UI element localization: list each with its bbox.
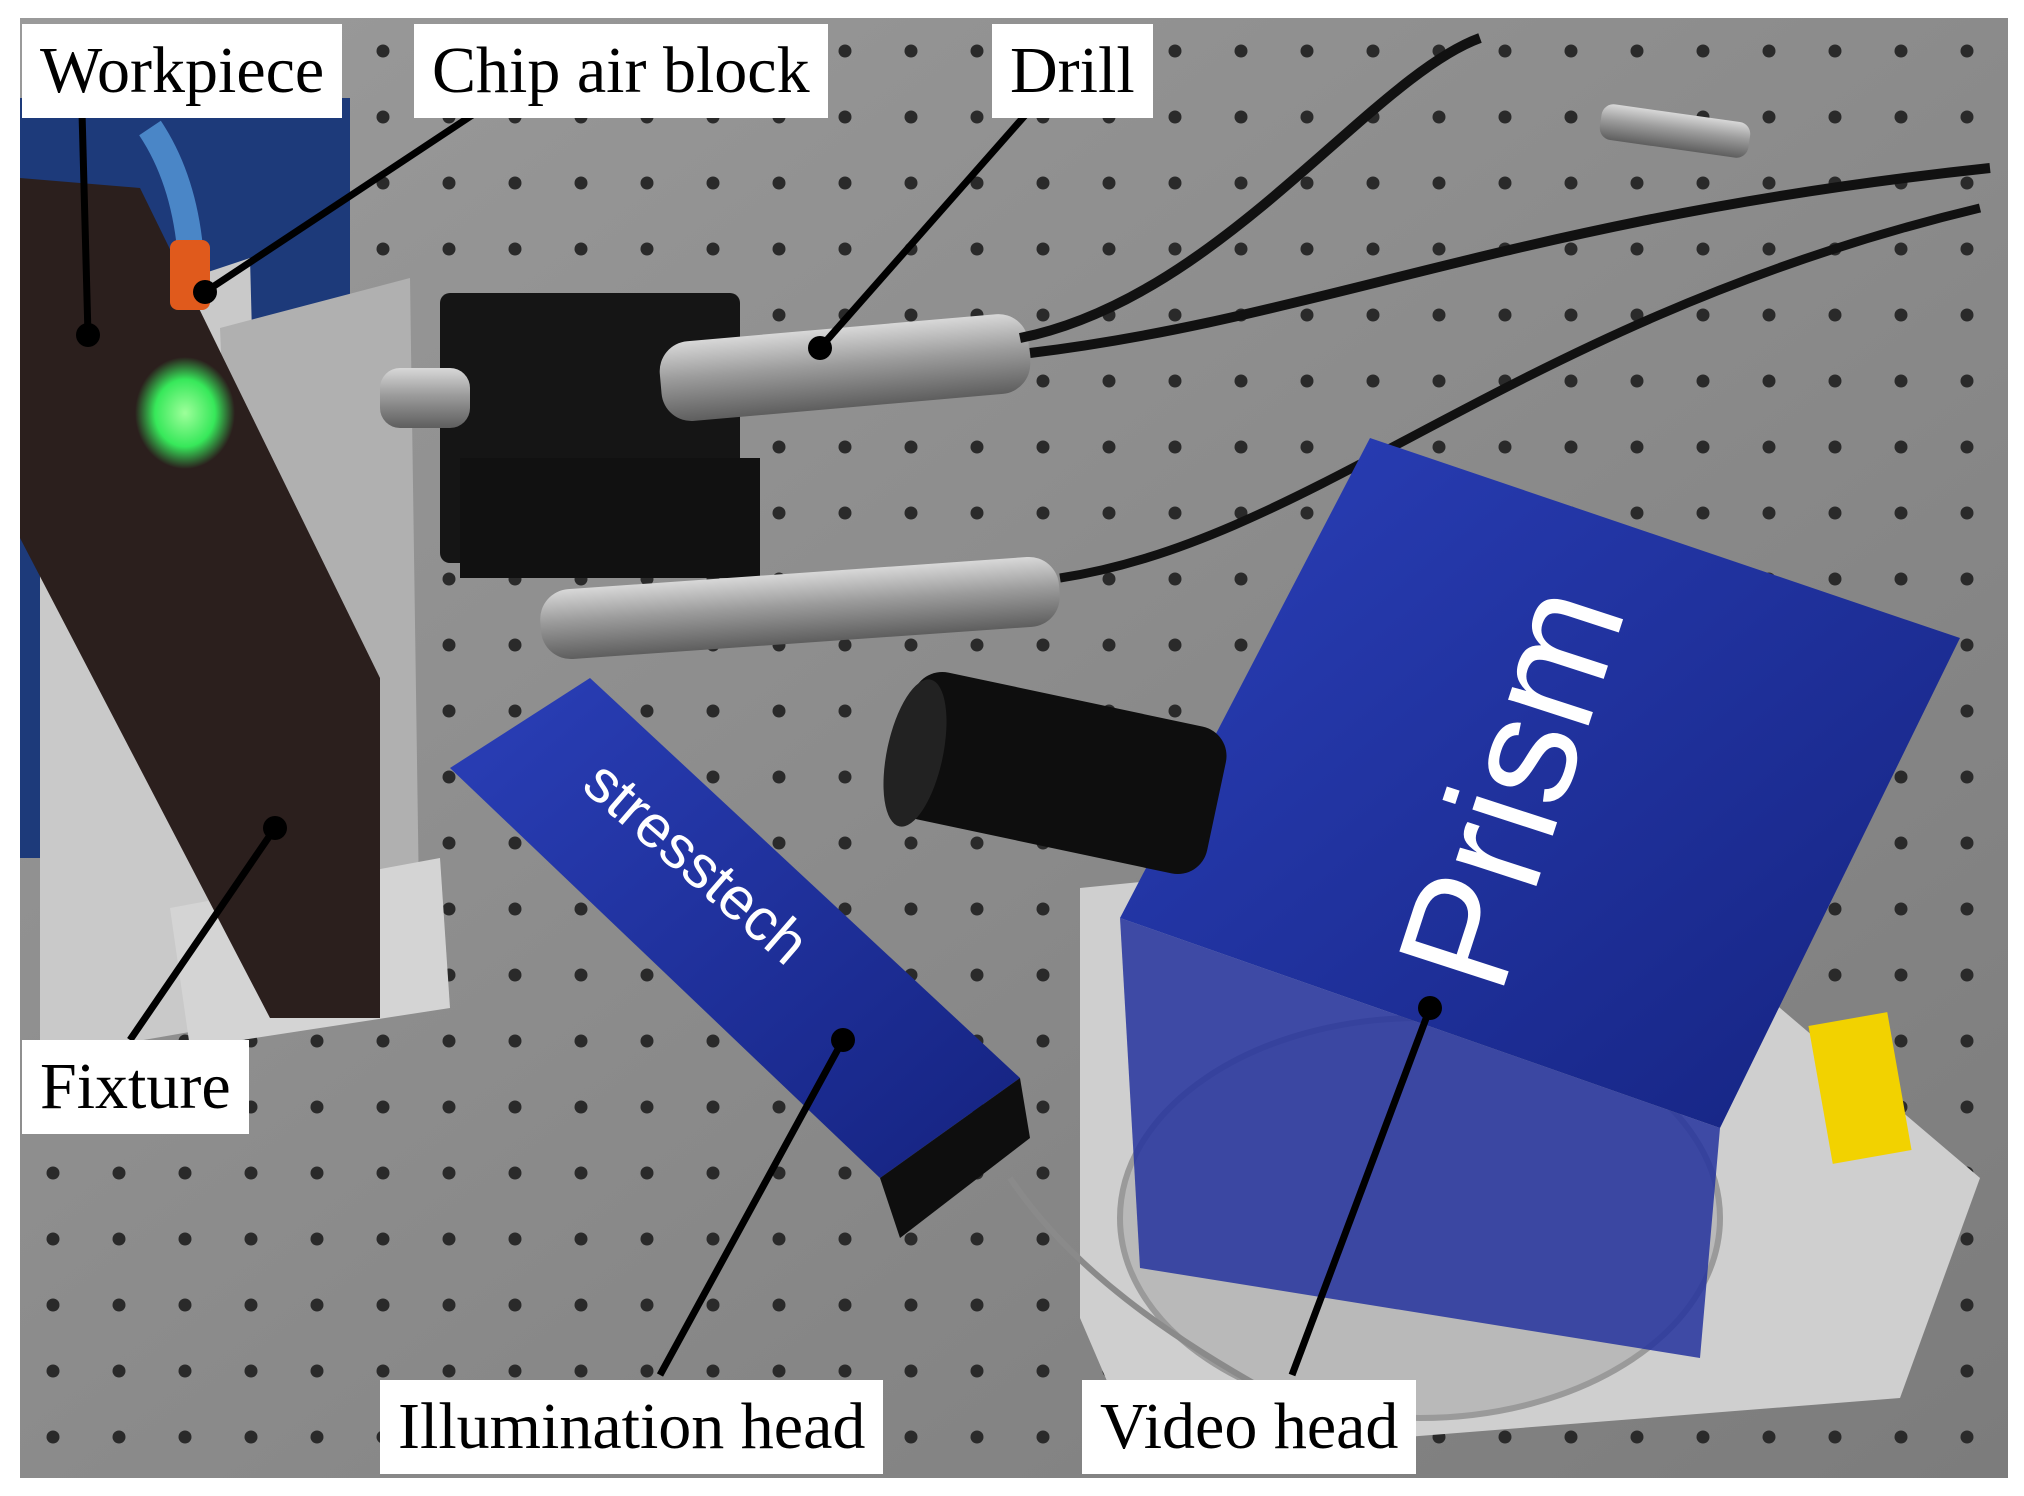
lab-setup-photo: Prism stresstech [20,18,2008,1478]
lower-rod [540,556,1060,660]
drill-slide [460,458,760,578]
workpiece [20,178,380,1018]
label-chip-air-block: Chip air block [414,24,828,118]
coolant-hose [139,120,203,250]
label-illumination-head: Illumination head [380,1380,884,1474]
label-workpiece: Workpiece [22,24,343,118]
prism-top-face [1120,438,1960,1128]
fiber-cable [1007,1176,1282,1401]
cable-1 [1019,33,1482,343]
cable-2 [1029,163,1991,358]
warning-sticker [1808,1012,1912,1164]
cable-connector [1599,104,1751,158]
label-fixture: Fixture [22,1040,249,1134]
label-drill: Drill [992,24,1153,118]
camera-lens [893,671,1227,875]
laser-spot [135,357,235,469]
illumination-head-end [880,1078,1030,1238]
chip-air-block [170,240,210,310]
lens-front [883,679,947,827]
illumination-head [450,678,1020,1178]
label-video-head: Video head [1082,1380,1417,1474]
drill-spindle [380,368,470,428]
cable-3 [1059,203,1982,583]
